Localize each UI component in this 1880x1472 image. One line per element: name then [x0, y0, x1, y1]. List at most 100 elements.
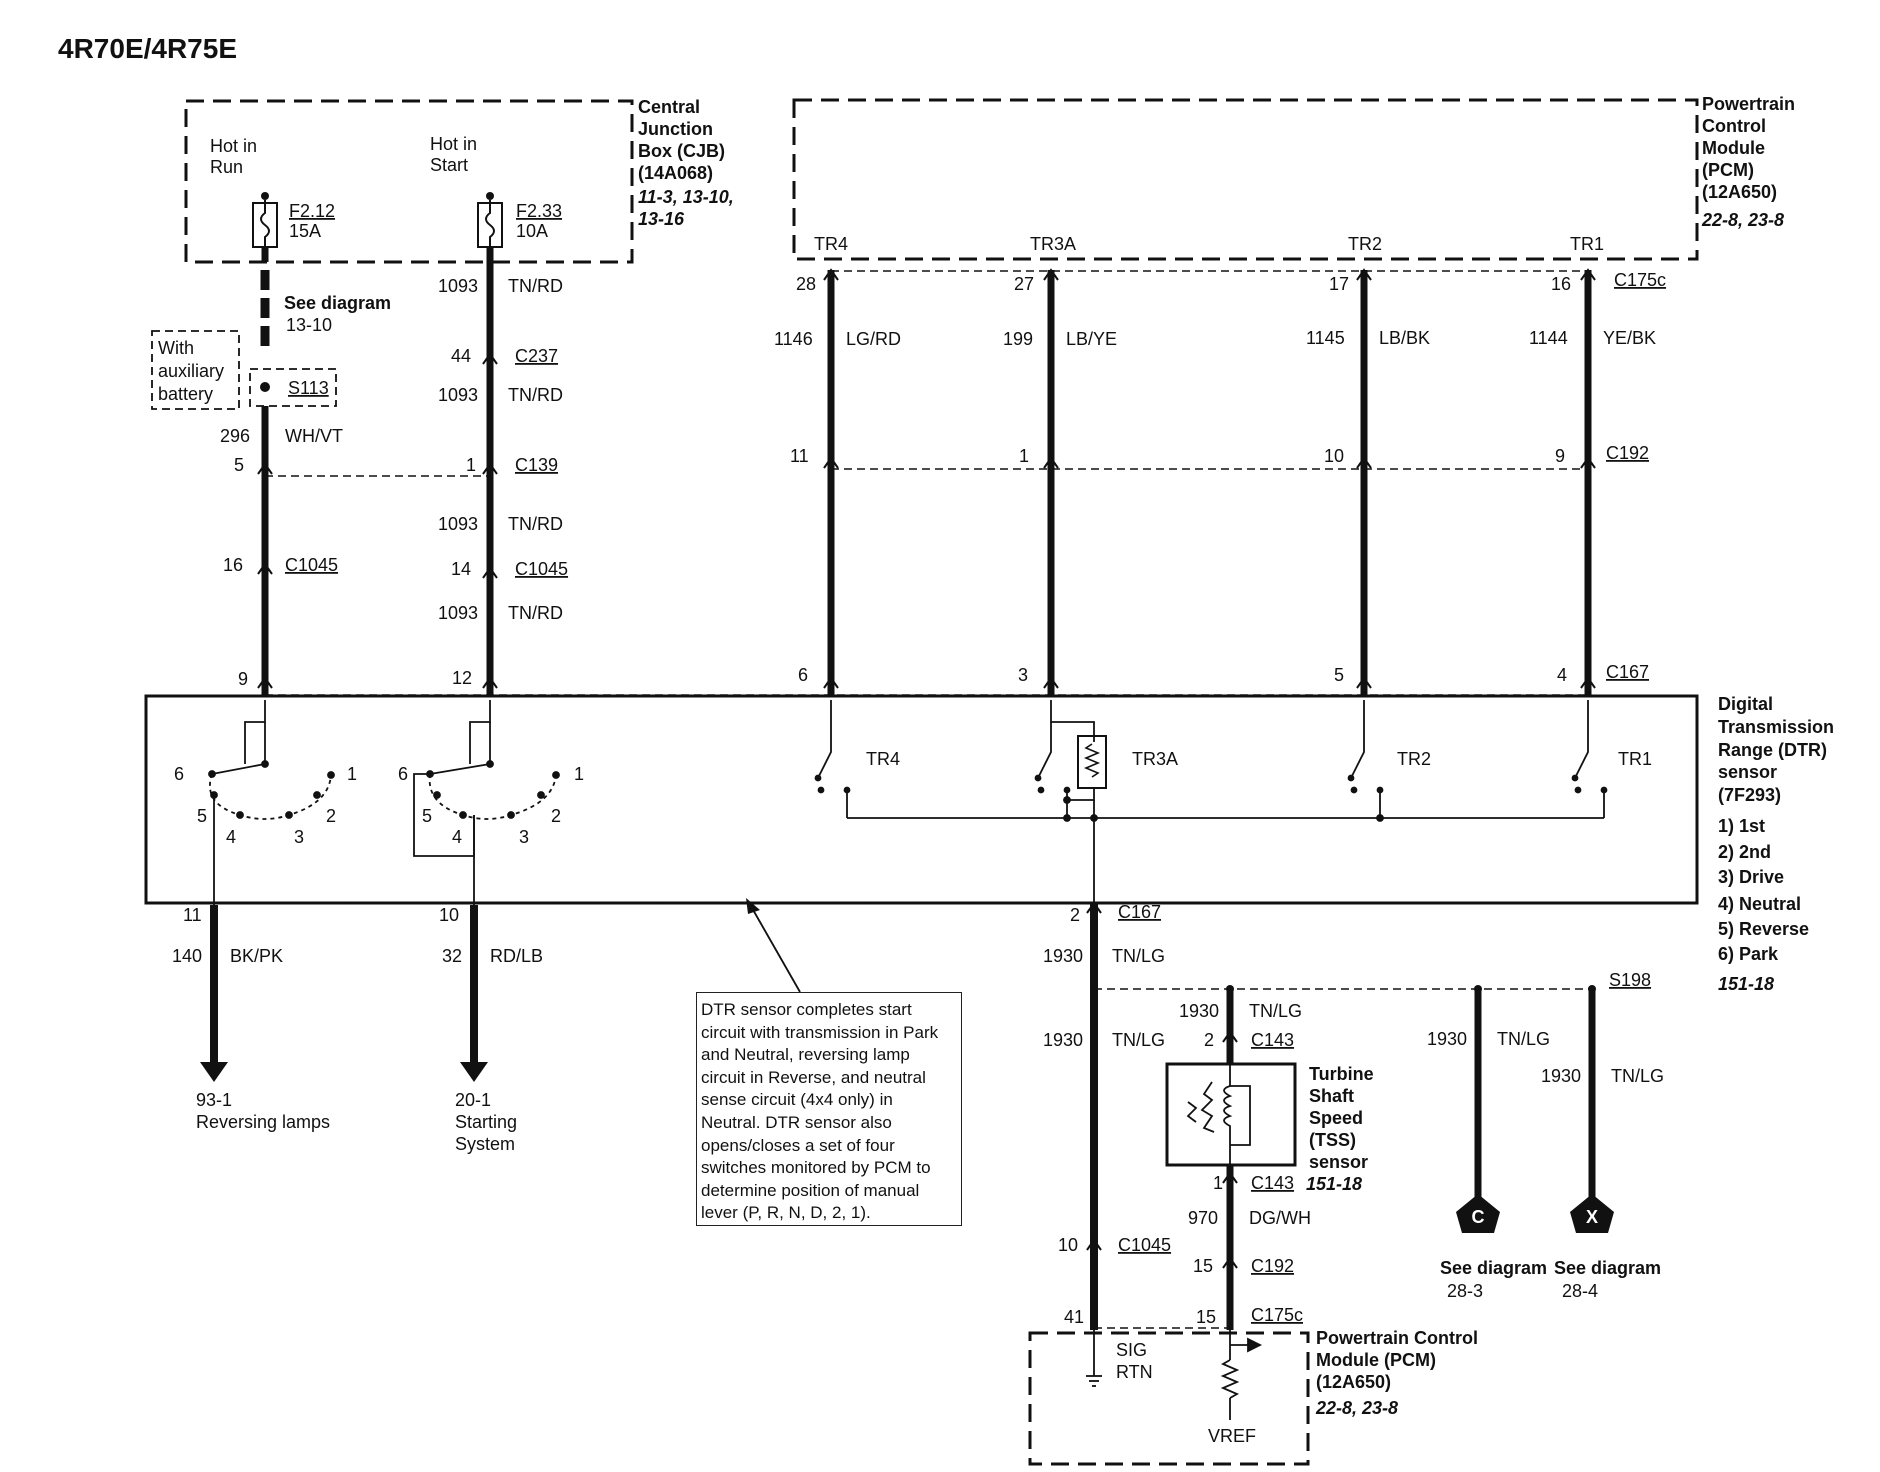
dtr-switch-tr2: TR2 [1397, 749, 1431, 769]
tr2-wire-color: LB/BK [1379, 328, 1430, 348]
sw1-num-4: 4 [226, 827, 236, 847]
hot-run-1: Hot in [210, 136, 257, 156]
pcm-pin-tr2: TR2 [1348, 234, 1382, 254]
dtr-note-box: DTR sensor completes start circuit with … [696, 992, 962, 1226]
w970-num: 970 [1188, 1208, 1218, 1228]
dtr-switch-tr3a: TR3A [1132, 749, 1178, 769]
pin-11: 11 [790, 446, 809, 466]
cjb-label-2: Junction [638, 119, 713, 139]
see-diagram-top-ref: 13-10 [286, 315, 332, 335]
c143-label-top: C143 [1251, 1030, 1294, 1050]
w1093-num-4: 1093 [438, 603, 478, 623]
sw2-num-1: 1 [574, 764, 584, 784]
pin-1: 1 [466, 455, 476, 475]
dtr-label-1: Digital [1718, 694, 1773, 714]
w140-color: BK/PK [230, 946, 283, 966]
aux-battery-1: With [158, 338, 194, 358]
tr2-wire-num: 1145 [1306, 328, 1345, 348]
tss-label-3: Speed [1309, 1108, 1363, 1128]
note-leader-line [751, 907, 801, 993]
dtr-switch-tr4: TR4 [866, 749, 900, 769]
pin-2b: 2 [1204, 1030, 1214, 1050]
reversing-lamps-arrow [200, 1062, 228, 1082]
w1930-num-main: 1930 [1043, 946, 1083, 966]
pin-9: 9 [238, 669, 248, 689]
dtr-rotary-switch-1 [208, 700, 335, 905]
c1045-label-c: C1045 [1118, 1235, 1171, 1255]
dest-b-ref: 20-1 [455, 1090, 491, 1110]
pcm-bottom-box [1028, 1331, 1310, 1466]
tss-label-5: sensor [1309, 1152, 1368, 1172]
tss-label-4: (TSS) [1309, 1130, 1356, 1150]
pin-12: 12 [452, 668, 472, 688]
pin-15b: 15 [1196, 1307, 1216, 1327]
pin-6: 6 [798, 665, 808, 685]
pcm-bottom-ref: 22-8, 23-8 [1315, 1398, 1398, 1418]
tss-w1930-num: 1930 [1179, 1001, 1219, 1021]
aux-battery-box [151, 330, 240, 410]
pin-1b: 1 [1019, 446, 1029, 466]
fuse-f2-33 [477, 192, 503, 248]
aux-battery-3: battery [158, 384, 213, 404]
c237-label: C237 [515, 346, 558, 366]
dtr-note-text: DTR sensor completes start circuit with … [701, 1000, 939, 1223]
terminator-x [1570, 1194, 1614, 1233]
pin-2: 2 [1070, 905, 1080, 925]
terminator-x-ref: 28-4 [1562, 1281, 1598, 1301]
s113-label: S113 [288, 378, 329, 398]
terminator-c-letter: C [1472, 1207, 1485, 1227]
pin-10: 10 [1324, 446, 1344, 466]
cjb-ref-1: 11-3, 13-10, [638, 187, 734, 207]
terminator-c-ref: 28-3 [1447, 1281, 1483, 1301]
tr1-wire-num: 1144 [1529, 328, 1568, 348]
tr4-wire-num: 1146 [774, 329, 813, 349]
hot-start-1: Hot in [430, 134, 477, 154]
fuse-b-id: F2.33 [516, 201, 562, 221]
dtr-rotary-switch-2 [413, 700, 560, 905]
diagram-title: 4R70E/4R75E [58, 33, 237, 64]
fuse-b-rating: 10A [516, 221, 548, 241]
pcm-pin-tr4: TR4 [814, 234, 848, 254]
w970-color: DG/WH [1249, 1208, 1311, 1228]
terminator-c [1456, 1194, 1500, 1233]
s113-splice-dot [260, 382, 270, 392]
dtr-position-3: 3) Drive [1718, 867, 1784, 887]
w1093-num-2: 1093 [438, 385, 478, 405]
pcm-top-box [792, 98, 1699, 261]
tss-lower-chevrons [1086, 1171, 1238, 1269]
c167-bottom-chevron [1086, 901, 1102, 914]
pcm-pin-tr3a: TR3A [1030, 234, 1076, 254]
c175c-label: C175c [1614, 270, 1666, 290]
fuse-a-rating: 15A [289, 221, 321, 241]
w296-num: 296 [220, 426, 250, 446]
sw1-num-3: 3 [294, 827, 304, 847]
sw2-num-4: 4 [452, 827, 462, 847]
pin-28: 28 [796, 274, 816, 294]
pcm-top-label-1: Powertrain [1702, 94, 1795, 114]
terminator-x-letter: X [1586, 1207, 1598, 1227]
tss-w1930-color: TN/LG [1249, 1001, 1302, 1021]
c192-label-bottom: C192 [1251, 1256, 1294, 1276]
pcm-top-label-2: Control [1702, 116, 1766, 136]
sw2-num-2: 2 [551, 806, 561, 826]
w32-color: RD/LB [490, 946, 543, 966]
dest-b-label-1: Starting [455, 1112, 517, 1132]
c192-label: C192 [1606, 443, 1649, 463]
pin-14: 14 [451, 559, 471, 579]
pcm-top-label-5: (12A650) [1702, 182, 1777, 202]
w1930-color-main: TN/LG [1112, 946, 1165, 966]
pcm-pin-tr1: TR1 [1570, 234, 1604, 254]
cjb-label-1: Central [638, 97, 700, 117]
sig-rtn-1: SIG [1116, 1340, 1147, 1360]
tss-ref: 151-18 [1306, 1174, 1362, 1194]
c175c-label-bottom: C175c [1251, 1305, 1303, 1325]
dest-a-ref: 93-1 [196, 1090, 232, 1110]
sw2-num-3: 3 [519, 827, 529, 847]
c167-label-bottom: C167 [1118, 902, 1161, 922]
w296-color: WH/VT [285, 426, 343, 446]
sw2-num-6: 6 [398, 764, 408, 784]
pin-10c: 10 [1058, 1235, 1078, 1255]
pin-27: 27 [1014, 274, 1034, 294]
s198-dot-main [1090, 985, 1098, 993]
see-diagram-top-label: See diagram [284, 293, 391, 313]
